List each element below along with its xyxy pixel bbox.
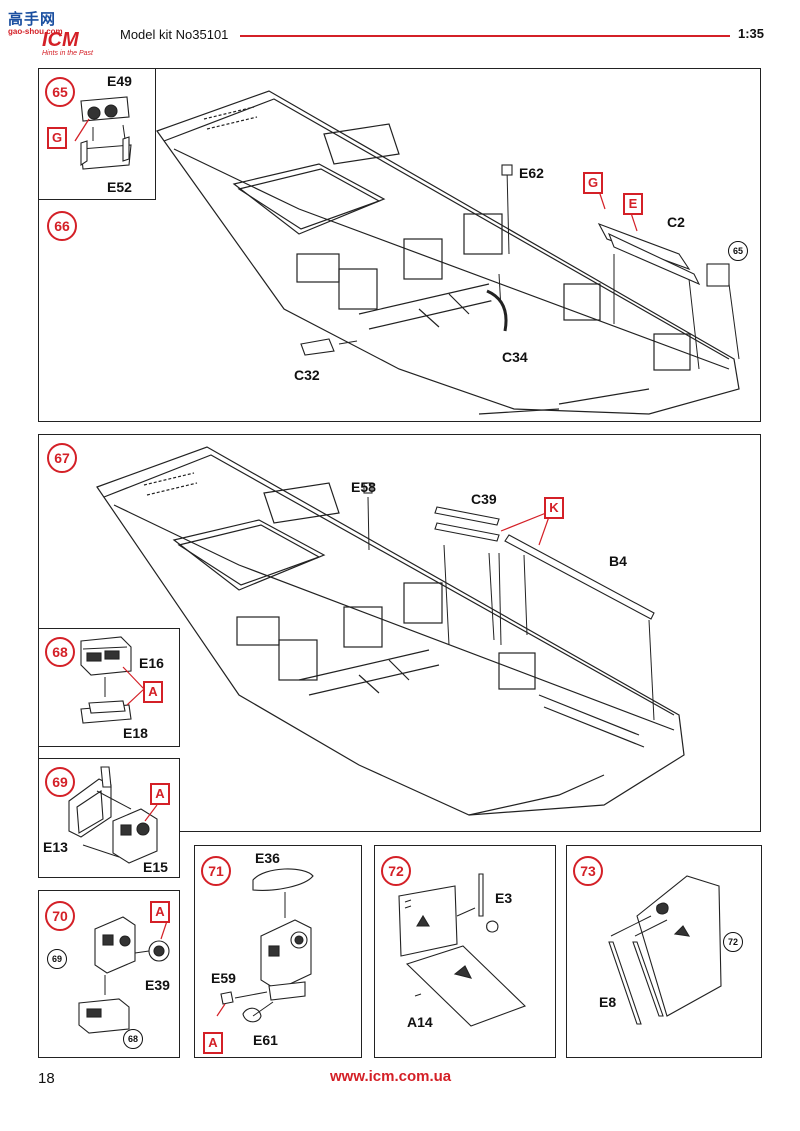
step-71-drawing [216, 868, 314, 1023]
step-71-panel: 71 E36 E59 A E61 [194, 845, 362, 1058]
part-e58-label: E58 [351, 479, 376, 495]
marker-e-66: E [623, 193, 643, 215]
part-c34-label: C34 [502, 349, 528, 365]
step-70-panel: 70 A 69 E39 68 [38, 890, 180, 1058]
part-e15-label: E15 [143, 859, 168, 875]
step-ref-65: 65 [728, 241, 748, 261]
part-e39-label: E39 [145, 977, 170, 993]
icm-logo: ICM Hints in the Past [42, 30, 102, 64]
footer-url[interactable]: www.icm.com.ua [330, 1068, 452, 1085]
step-72-panel: 72 E3 A14 [374, 845, 556, 1058]
step-73-drawing [608, 875, 722, 1025]
icm-logo-text: ICM [42, 29, 79, 51]
marker-g-66: G [583, 172, 603, 194]
hull-drawing-top [156, 90, 740, 415]
part-e8-label: E8 [599, 994, 617, 1010]
step-65-number: 65 [45, 77, 75, 107]
page-title: Model kit No35101 [120, 27, 229, 42]
step-70-drawing [78, 916, 170, 1034]
part-c2-label: C2 [667, 214, 685, 230]
page-number: 18 [38, 1070, 55, 1087]
part-e62-label: E62 [519, 165, 544, 181]
marker-g-65: G [47, 127, 67, 149]
step-69-drawing [68, 766, 158, 864]
part-e61-label: E61 [253, 1032, 278, 1048]
step-68-number: 68 [45, 637, 75, 667]
step-67-number: 67 [47, 443, 77, 473]
site-text-url: gao-shou.com [8, 27, 63, 36]
scale-label: 1:35 [738, 26, 765, 41]
marker-k-67: K [544, 497, 564, 519]
part-e16-label: E16 [139, 655, 164, 671]
part-e13-label: E13 [43, 839, 68, 855]
step-72-drawing [398, 873, 527, 1027]
part-c39-label: C39 [471, 491, 497, 507]
part-e3-label: E3 [495, 890, 513, 906]
step-66-panel: 66 E62 G E C2 65 C34 C32 [38, 68, 761, 422]
part-e52-label: E52 [107, 179, 132, 195]
step-68-drawing [80, 636, 145, 724]
marker-a-68: A [143, 681, 163, 703]
step-68-panel: 68 E16 A E18 [38, 628, 180, 747]
step-65-drawing [74, 96, 132, 170]
part-e59-label: E59 [211, 970, 236, 986]
site-watermark: 高手网 gao-shou.com [8, 8, 78, 48]
marker-a-71: A [203, 1032, 223, 1054]
part-b4-label: B4 [609, 553, 627, 569]
step-73-panel: 73 72 E8 [566, 845, 762, 1058]
step-ref-72: 72 [723, 932, 743, 952]
step-70-number: 70 [45, 901, 75, 931]
step-ref-69: 69 [47, 949, 67, 969]
marker-a-70: A [150, 901, 170, 923]
part-e36-label: E36 [255, 850, 280, 866]
step-65-panel: 65 E49 G E52 [38, 68, 156, 200]
header-rule [240, 35, 730, 37]
site-text-top: 高手网 [8, 11, 57, 28]
step-73-number: 73 [573, 856, 603, 886]
part-e18-label: E18 [123, 725, 148, 741]
step-69-number: 69 [45, 767, 75, 797]
step-66-number: 66 [47, 211, 77, 241]
step-72-number: 72 [381, 856, 411, 886]
marker-a-69: A [150, 783, 170, 805]
icm-logo-slogan: Hints in the Past [42, 50, 93, 57]
part-c32-label: C32 [294, 367, 320, 383]
step-ref-68: 68 [123, 1029, 143, 1049]
hull-drawing-bottom [96, 446, 685, 816]
step-71-number: 71 [201, 856, 231, 886]
step-69-panel: 69 A E13 E15 [38, 758, 180, 878]
part-a14-label: A14 [407, 1014, 433, 1030]
part-e49-label: E49 [107, 73, 132, 89]
